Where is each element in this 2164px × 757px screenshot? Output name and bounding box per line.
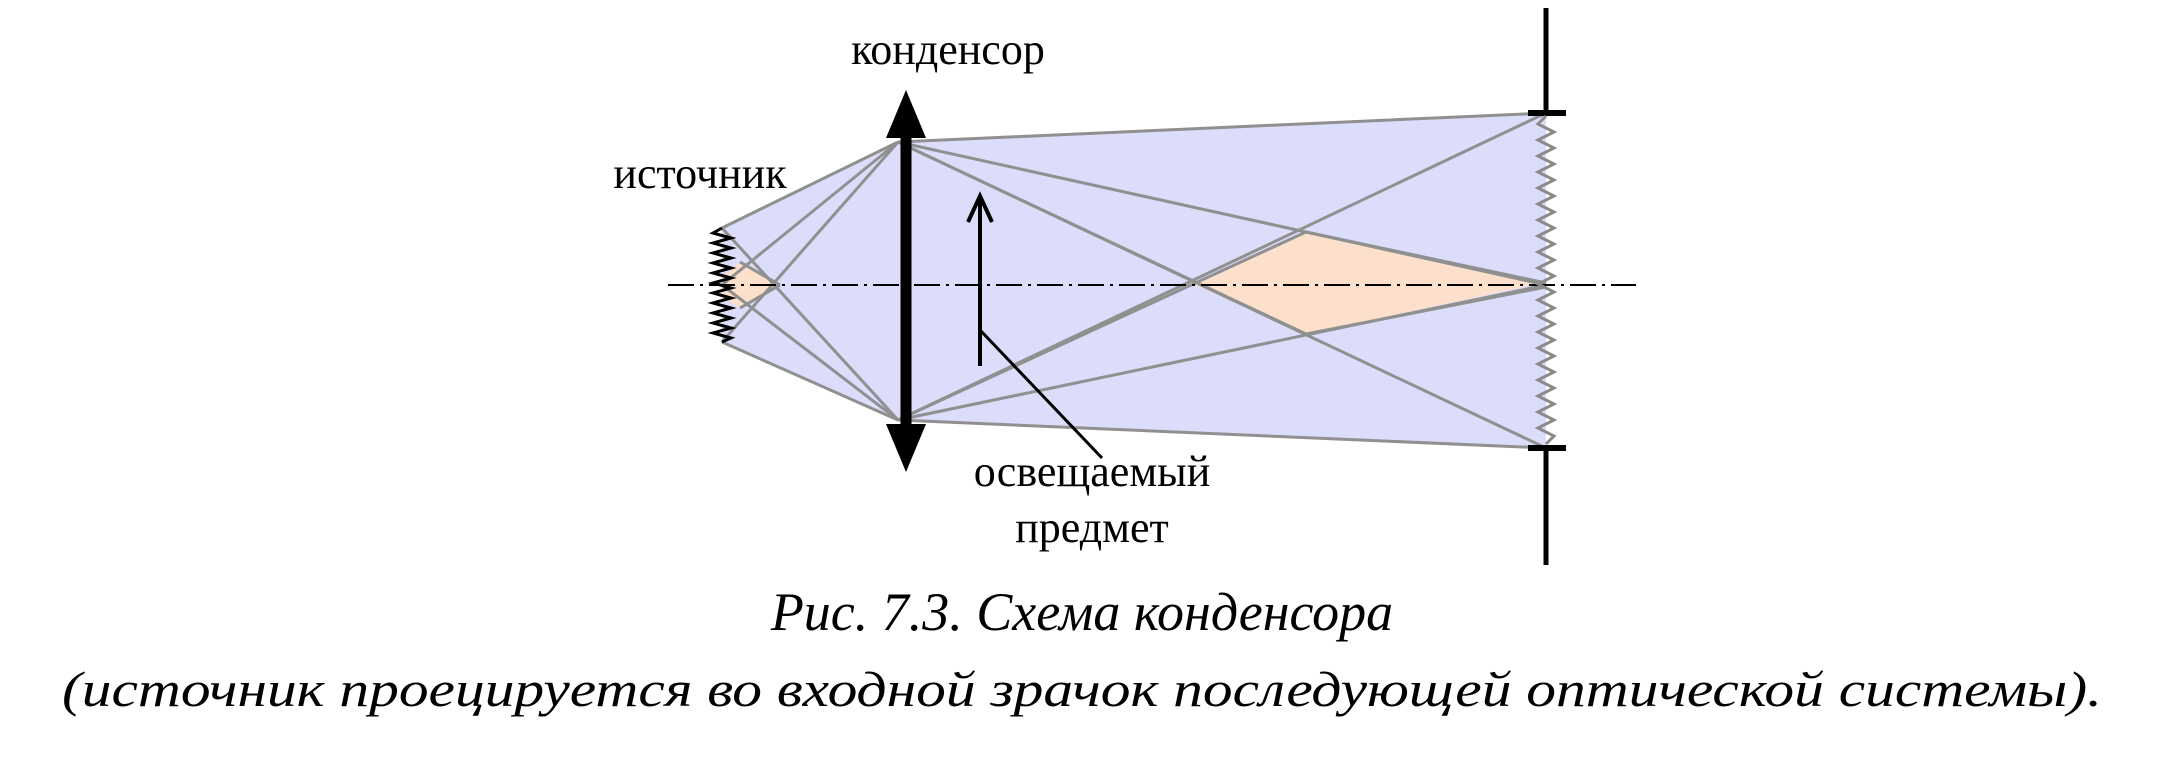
ray <box>721 283 899 422</box>
illuminated-object <box>966 191 994 366</box>
object-leader-line <box>978 328 1104 460</box>
ray <box>897 230 1307 422</box>
illumination-beam <box>722 113 1546 448</box>
figure-caption-subtitle: (источник проецируется во входной зрачок… <box>62 661 2102 717</box>
lens-arrow-bottom <box>886 424 926 472</box>
source-label: источник <box>613 149 787 198</box>
object-label-line1: освещаемый <box>974 447 1211 496</box>
source-filament <box>707 226 737 344</box>
object-label-line2: предмет <box>1015 503 1168 552</box>
ray <box>721 140 899 287</box>
condenser-lens <box>886 90 926 472</box>
ray <box>739 260 781 287</box>
ray <box>721 340 899 422</box>
ray <box>1305 230 1547 285</box>
ray <box>897 418 1547 450</box>
ray <box>739 283 781 310</box>
source-image-in-pupil <box>1195 232 1542 334</box>
condenser-label: конденсор <box>851 25 1045 74</box>
figure-caption-title: Рис. 7.3. Схема конденсора <box>770 582 1393 642</box>
pupil-source-image-wave <box>1534 114 1558 446</box>
ray <box>897 140 1307 336</box>
lens-arrow-top <box>886 90 926 138</box>
ray <box>897 111 1547 144</box>
rays <box>720 111 1547 450</box>
ray <box>721 140 899 230</box>
ray <box>1305 285 1547 336</box>
entrance-pupil <box>1528 8 1566 565</box>
